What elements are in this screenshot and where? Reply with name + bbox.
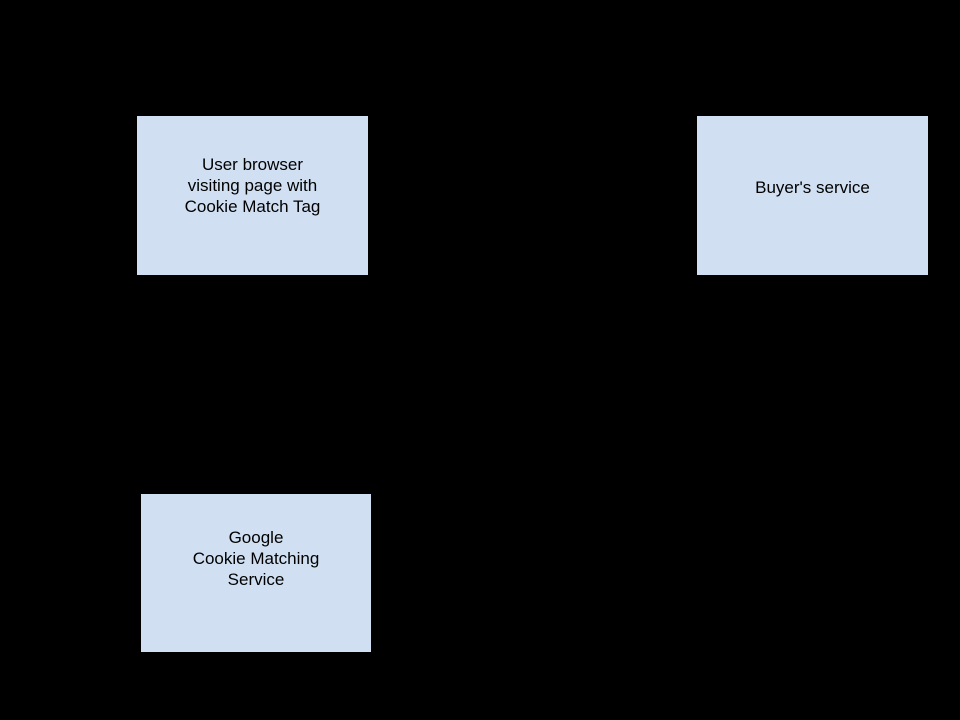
node-google-cookie-matching-service-line-2: Cookie Matching [192, 548, 320, 568]
node-user-browser-line-3: Cookie Match Tag [184, 196, 321, 216]
node-user-browser-line-1: User browser [201, 154, 304, 174]
node-google-cookie-matching-service[interactable]: Google Cookie Matching Service [140, 493, 372, 653]
node-user-browser[interactable]: User browser visiting page with Cookie M… [136, 115, 369, 276]
node-google-cookie-matching-service-line-1: Google [228, 527, 284, 547]
node-user-browser-line-2: visiting page with [187, 175, 318, 195]
node-google-cookie-matching-service-line-3: Service [227, 569, 285, 589]
node-buyers-service[interactable]: Buyer's service [696, 115, 929, 276]
node-buyers-service-line-1: Buyer's service [755, 177, 870, 197]
